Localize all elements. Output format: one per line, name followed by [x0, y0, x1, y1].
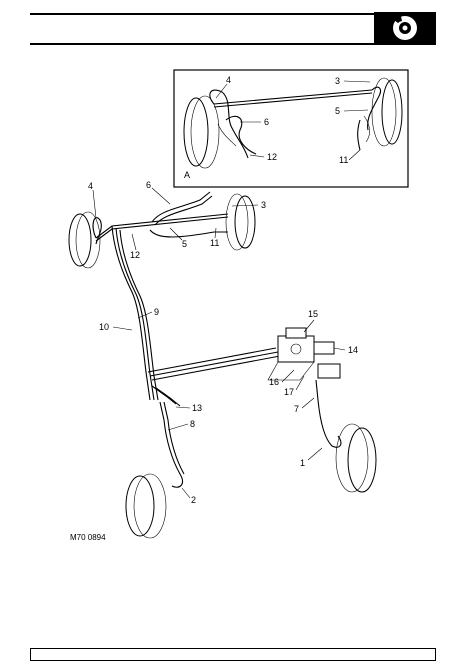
callout: 15 — [308, 309, 318, 319]
inset-callout: 3 — [335, 76, 340, 86]
callout: 17 — [284, 387, 294, 397]
header-top-rule — [30, 13, 436, 15]
callout: 11 — [210, 238, 219, 248]
inset-callout: 6 — [264, 117, 269, 127]
header-bottom-rule — [30, 43, 436, 45]
inset-detail-a: A 4 3 5 6 12 11 — [173, 69, 409, 188]
figure-code: M70 0894 — [70, 533, 106, 542]
inset-callout: 11 — [339, 155, 348, 165]
footer-box — [30, 648, 436, 661]
callout: 5 — [182, 239, 187, 249]
main-assembly: 4 6 3 5 12 11 9 10 15 14 16 17 13 8 7 1 … — [68, 180, 377, 542]
callout: 13 — [192, 403, 202, 413]
callout: 14 — [348, 345, 358, 355]
callout: 1 — [300, 458, 305, 468]
callout: 16 — [269, 377, 279, 387]
brake-disc-icon — [374, 12, 436, 44]
callout: 7 — [294, 404, 299, 414]
callout: 12 — [130, 250, 140, 260]
inset-label: A — [184, 170, 190, 180]
inset-callout: 4 — [226, 75, 231, 85]
callout: 6 — [146, 180, 151, 190]
inset-callout: 5 — [335, 106, 340, 116]
callout: 9 — [154, 307, 159, 317]
callout: 10 — [99, 322, 109, 332]
callout: 3 — [261, 200, 266, 210]
inset-callout: 12 — [267, 152, 277, 162]
callout: 2 — [191, 495, 196, 505]
callout: 4 — [88, 181, 93, 191]
callout: 8 — [190, 419, 195, 429]
